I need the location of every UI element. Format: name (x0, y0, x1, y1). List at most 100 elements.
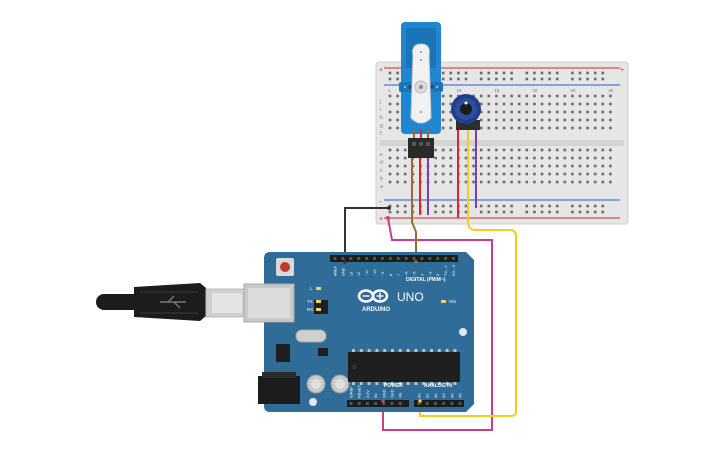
breadboard-hole[interactable] (571, 102, 574, 106)
breadboard-hole[interactable] (517, 110, 521, 114)
breadboard-hole[interactable] (555, 148, 559, 152)
breadboard-hole[interactable] (510, 118, 513, 122)
breadboard-hole[interactable] (548, 94, 551, 98)
breadboard-hole[interactable] (441, 172, 445, 176)
breadboard-hole[interactable] (593, 180, 597, 184)
breadboard-hole[interactable] (578, 110, 582, 114)
breadboard-hole[interactable] (548, 118, 551, 122)
breadboard-hole[interactable] (396, 172, 399, 176)
rail-hole[interactable] (593, 204, 597, 208)
breadboard-hole[interactable] (403, 180, 407, 184)
breadboard-hole[interactable] (563, 172, 567, 176)
breadboard-hole[interactable] (449, 156, 453, 160)
breadboard-hole[interactable] (525, 164, 529, 168)
rail-hole[interactable] (479, 71, 483, 75)
breadboard-hole[interactable] (533, 180, 536, 184)
breadboard-hole[interactable] (601, 156, 605, 160)
breadboard-hole[interactable] (495, 102, 498, 106)
breadboard-hole[interactable] (403, 148, 407, 152)
header-pin-hole[interactable] (398, 402, 402, 405)
rail-hole[interactable] (533, 204, 536, 208)
breadboard-hole[interactable] (533, 164, 536, 168)
breadboard-hole[interactable] (388, 148, 392, 152)
breadboard-hole[interactable] (578, 126, 582, 130)
breadboard-hole[interactable] (472, 148, 475, 152)
rail-hole[interactable] (525, 204, 529, 208)
breadboard-hole[interactable] (548, 156, 551, 160)
breadboard-hole[interactable] (578, 164, 582, 168)
breadboard-hole[interactable] (563, 110, 567, 114)
breadboard-hole[interactable] (586, 156, 589, 160)
breadboard-hole[interactable] (586, 94, 589, 98)
rail-hole[interactable] (479, 77, 483, 81)
breadboard-hole[interactable] (540, 102, 544, 106)
rail-hole[interactable] (388, 210, 392, 214)
rail-hole[interactable] (502, 204, 506, 208)
rail-hole[interactable] (396, 204, 399, 208)
breadboard-hole[interactable] (571, 156, 574, 160)
breadboard-hole[interactable] (586, 180, 589, 184)
breadboard-hole[interactable] (396, 180, 399, 184)
breadboard-hole[interactable] (540, 172, 544, 176)
rail-hole[interactable] (533, 71, 536, 75)
breadboard-hole[interactable] (434, 148, 437, 152)
breadboard-hole[interactable] (578, 180, 582, 184)
rail-hole[interactable] (464, 77, 468, 81)
rail-hole[interactable] (510, 210, 513, 214)
breadboard-hole[interactable] (548, 110, 551, 114)
breadboard-hole[interactable] (571, 118, 574, 122)
rail-hole[interactable] (578, 210, 582, 214)
header-pin-hole[interactable] (420, 257, 424, 260)
breadboard-hole[interactable] (525, 102, 529, 106)
breadboard-hole[interactable] (441, 110, 445, 114)
header-pin-hole[interactable] (428, 257, 432, 260)
breadboard-hole[interactable] (388, 126, 392, 130)
rail-hole[interactable] (388, 204, 392, 208)
breadboard-hole[interactable] (396, 126, 399, 130)
breadboard-hole[interactable] (601, 118, 605, 122)
breadboard-hole[interactable] (517, 156, 521, 160)
breadboard-hole[interactable] (472, 156, 475, 160)
rail-hole[interactable] (555, 77, 559, 81)
breadboard-hole[interactable] (495, 180, 498, 184)
breadboard-hole[interactable] (555, 118, 559, 122)
breadboard-hole[interactable] (563, 156, 567, 160)
breadboard-hole[interactable] (388, 102, 392, 106)
breadboard-hole[interactable] (510, 156, 513, 160)
breadboard-hole[interactable] (593, 164, 597, 168)
breadboard-hole[interactable] (517, 94, 521, 98)
rail-hole[interactable] (593, 77, 597, 81)
breadboard-hole[interactable] (449, 126, 453, 130)
breadboard-hole[interactable] (449, 118, 453, 122)
breadboard-hole[interactable] (578, 156, 582, 160)
rail-hole[interactable] (571, 210, 574, 214)
breadboard-hole[interactable] (479, 148, 483, 152)
breadboard-hole[interactable] (586, 172, 589, 176)
wire-magenta-5v[interactable] (382, 217, 493, 431)
breadboard-hole[interactable] (540, 180, 544, 184)
breadboard-hole[interactable] (441, 126, 445, 130)
breadboard-hole[interactable] (601, 94, 605, 98)
rail-hole[interactable] (495, 210, 498, 214)
breadboard-hole[interactable] (495, 164, 498, 168)
power-jack[interactable] (258, 376, 300, 404)
rail-hole[interactable] (487, 71, 491, 75)
rail-hole[interactable] (403, 204, 407, 208)
header-pin-hole[interactable] (357, 257, 361, 260)
rail-hole[interactable] (510, 204, 513, 208)
breadboard-hole[interactable] (563, 118, 567, 122)
breadboard-hole[interactable] (548, 180, 551, 184)
header-pin-hole[interactable] (373, 257, 376, 260)
rail-hole[interactable] (586, 210, 589, 214)
breadboard-hole[interactable] (571, 110, 574, 114)
breadboard-hole[interactable] (487, 172, 491, 176)
breadboard-hole[interactable] (487, 94, 491, 98)
potentiometer[interactable] (451, 94, 481, 130)
breadboard-hole[interactable] (449, 172, 453, 176)
header-pin-hole[interactable] (390, 402, 394, 405)
breadboard-hole[interactable] (578, 94, 582, 98)
rail-hole[interactable] (601, 71, 605, 75)
rail-hole[interactable] (495, 77, 498, 81)
breadboard-hole[interactable] (502, 172, 506, 176)
rail-hole[interactable] (487, 204, 491, 208)
